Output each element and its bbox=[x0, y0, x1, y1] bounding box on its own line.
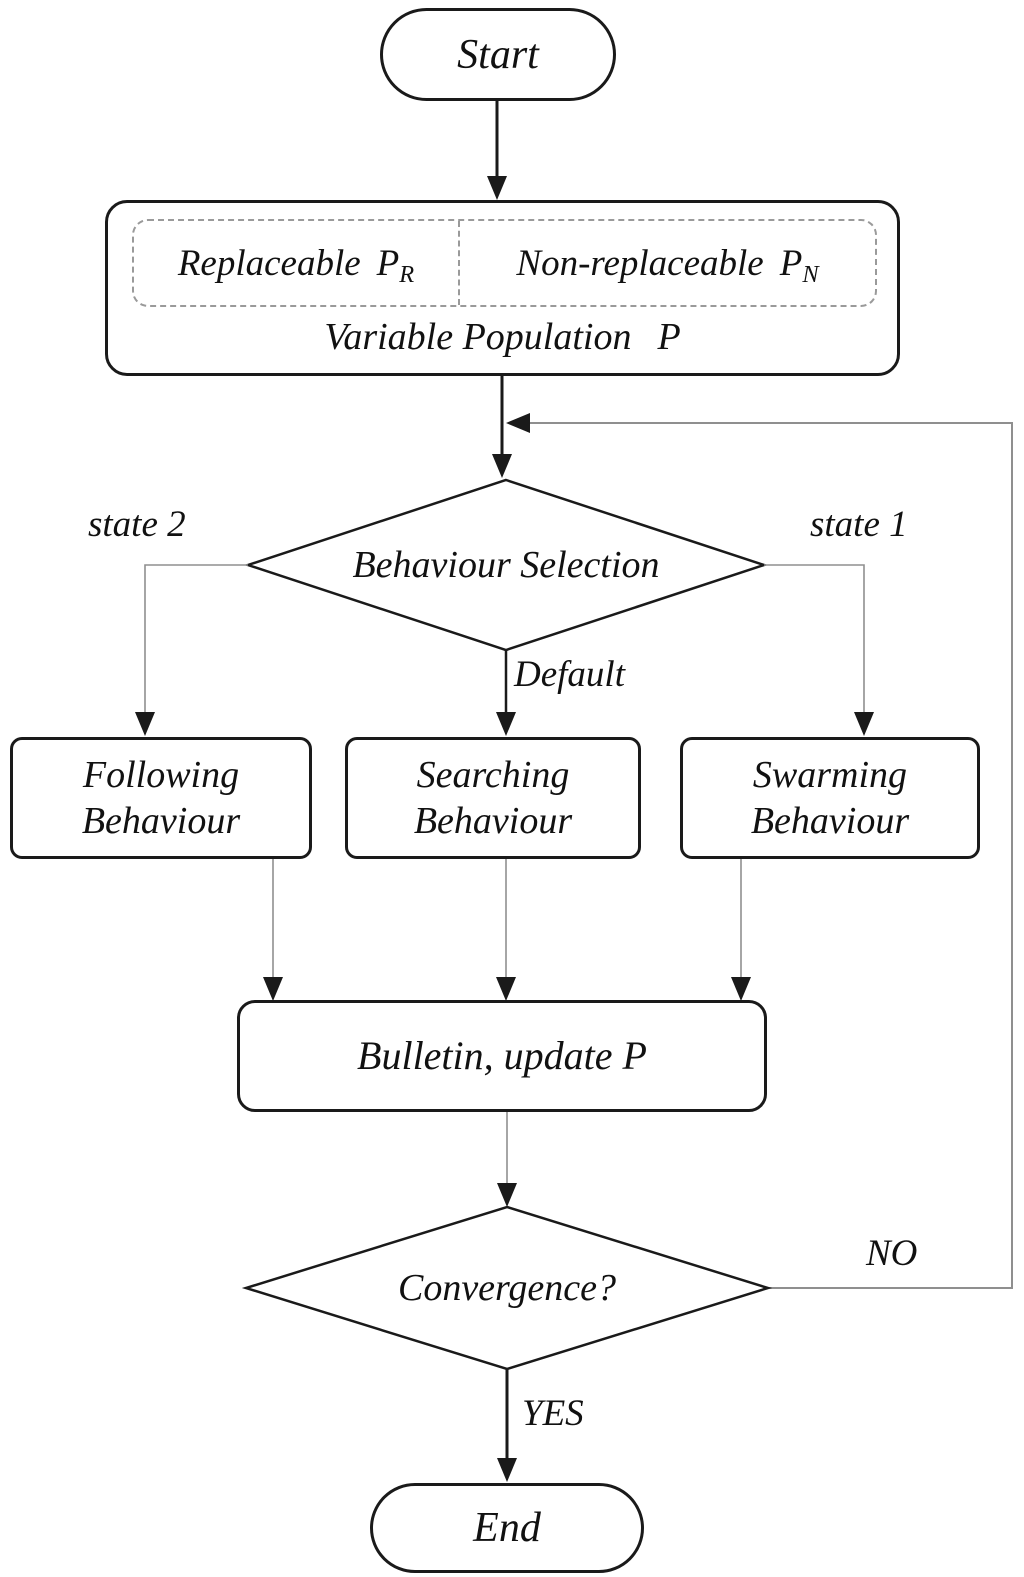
arrowhead-searching-bulletin bbox=[496, 977, 516, 1001]
variable-population-symbol: P bbox=[657, 316, 681, 358]
arrowhead-into-end bbox=[497, 1458, 517, 1482]
bulletin-label: Bulletin, update P bbox=[357, 1033, 647, 1078]
arrowhead-feedback-junction bbox=[506, 413, 530, 433]
replaceable-symbol: PR bbox=[376, 242, 415, 288]
arrowhead-following-bulletin bbox=[263, 977, 283, 1001]
edge-state2-branch bbox=[144, 564, 248, 718]
edge-state1-branch bbox=[764, 564, 865, 718]
end-label: End bbox=[473, 1505, 541, 1551]
population-node: Replaceable PR Non-replaceable PN Variab… bbox=[105, 200, 900, 376]
edge-no-feedback-loop bbox=[524, 422, 1013, 1289]
arrowhead-into-selection bbox=[492, 454, 512, 478]
non-replaceable-symbol: PN bbox=[779, 242, 819, 288]
behaviour-selection-label: Behaviour Selection bbox=[352, 544, 660, 586]
start-node: Start bbox=[380, 8, 616, 101]
arrowhead-into-convergence bbox=[497, 1183, 517, 1207]
state1-edge-label: state 1 bbox=[810, 504, 908, 545]
population-dashed-partition: Replaceable PR Non-replaceable PN bbox=[132, 219, 877, 307]
start-label: Start bbox=[457, 31, 539, 78]
end-node: End bbox=[370, 1483, 644, 1573]
arrowhead-into-population bbox=[487, 176, 507, 200]
arrowhead-into-searching bbox=[496, 712, 516, 736]
replaceable-subscript: R bbox=[399, 260, 415, 288]
convergence-label: Convergence? bbox=[397, 1267, 617, 1309]
variable-population-label: Variable Population bbox=[324, 316, 632, 358]
arrowhead-into-following bbox=[135, 712, 155, 736]
non-replaceable-label: Non-replaceable bbox=[516, 242, 764, 284]
state2-edge-label: state 2 bbox=[88, 504, 186, 545]
non-replaceable-cell: Non-replaceable PN bbox=[460, 221, 875, 305]
variable-population-row: Variable Population P bbox=[324, 315, 680, 359]
default-edge-label: Default bbox=[514, 654, 625, 695]
no-edge-label: NO bbox=[866, 1233, 918, 1274]
arrowhead-into-swarming bbox=[854, 712, 874, 736]
replaceable-label: Replaceable bbox=[177, 242, 361, 284]
arrowhead-swarming-bulletin bbox=[731, 977, 751, 1001]
yes-edge-label: YES bbox=[522, 1393, 584, 1434]
replaceable-cell: Replaceable PR bbox=[134, 221, 461, 305]
non-replaceable-subscript: N bbox=[802, 260, 819, 288]
bulletin-node: Bulletin, update P bbox=[237, 1000, 767, 1112]
